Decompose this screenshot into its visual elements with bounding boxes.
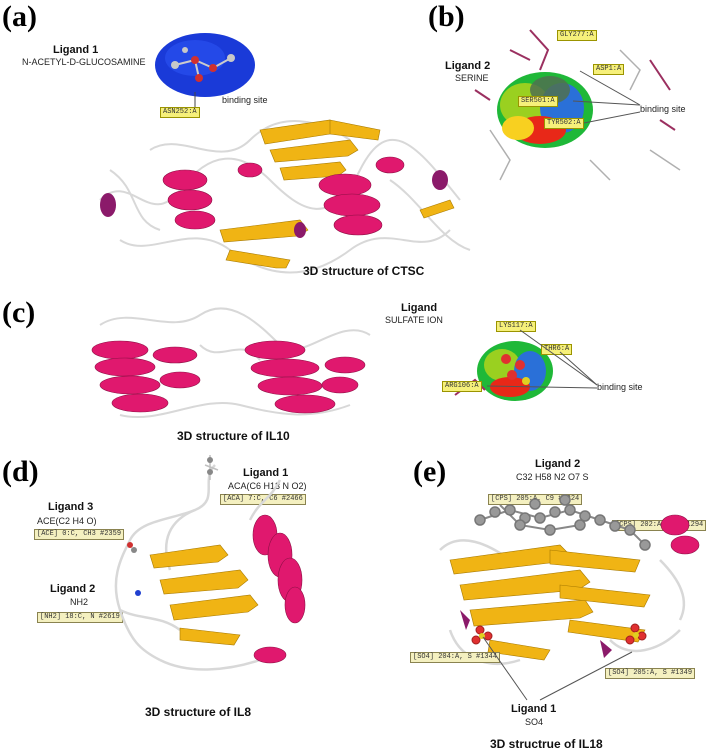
so4-tag-1349: [SO4] 205:A, S #1349	[605, 668, 696, 679]
ligand-3-tag-d: [ACE] 0:C, CH3 #2359	[34, 529, 125, 540]
panel-label-d: (d)	[2, 455, 39, 488]
ligand-1-title-a: Ligand 1	[53, 44, 99, 56]
residue-tag-ser501: SER501:A	[518, 96, 558, 107]
caption-il18: 3D structrue of IL18	[490, 737, 603, 751]
ligand-surface-a	[155, 33, 255, 97]
ligand-1-name-a: N-ACETYL-D-GLUCOSAMINE	[22, 57, 146, 67]
residue-tag-thr6: THR6:A	[541, 344, 573, 355]
residue-tag-asn252: ASN252:A	[160, 107, 200, 118]
ligand-3-title-d: Ligand 3	[48, 501, 94, 513]
residue-tag-gly277: GLY277:A	[557, 30, 597, 41]
ligand-2-title-b: Ligand 2	[445, 60, 491, 72]
panel-label-c: (c)	[2, 296, 36, 329]
residue-tag-lys117: LYS117:A	[496, 321, 536, 332]
caption-il10: 3D structure of IL10	[177, 429, 290, 443]
ligand-surface-c	[454, 341, 553, 401]
ligand-1-tag-d: [ACA] 7:C, C6 #2466	[220, 494, 306, 505]
residue-tag-arg106: ARG106:A	[442, 381, 482, 392]
ligand-1-name-e: SO4	[525, 717, 544, 727]
protein-structure-il8	[114, 455, 306, 671]
protein-structure-il18	[439, 494, 700, 665]
binding-site-label-c: binding site	[597, 382, 643, 392]
ligand-2-title-e: Ligand 2	[535, 458, 581, 470]
binding-site-label-a: binding site	[222, 95, 268, 105]
panel-label-b: (b)	[428, 0, 465, 33]
ligand-1-title-d: Ligand 1	[243, 467, 289, 479]
ligand-3-name-d: ACE(C2 H4 O)	[37, 516, 97, 526]
protein-structure-ctsc	[99, 119, 471, 274]
ligand-2-title-d: Ligand 2	[50, 583, 96, 595]
protein-structure-il10	[91, 307, 371, 419]
residue-tag-tyr502: TYR502:A	[544, 118, 584, 129]
caption-il8: 3D structure of IL8	[145, 705, 252, 719]
panel-label-a: (a)	[2, 0, 37, 33]
ligand-1-name-d: ACA(C6 H13 N O2)	[228, 481, 307, 491]
ligand-2-name-e: C32 H58 N2 O7 S	[516, 472, 589, 482]
so4-tag-1344: [SO4] 204:A, S #1344	[410, 652, 501, 663]
ligand-2-name-b: SERINE	[455, 73, 489, 83]
ligand-1-title-e: Ligand 1	[511, 703, 557, 715]
ligand-title-c: Ligand	[401, 302, 438, 314]
ligand-2-name-d: NH2	[70, 597, 89, 607]
ligand-name-c: SULFATE ION	[385, 315, 443, 325]
binding-site-label-b: binding site	[640, 104, 686, 114]
panel-label-e: (e)	[413, 455, 447, 488]
residue-tag-asp1: ASP1:A	[593, 64, 625, 75]
caption-ctsc: 3D structure of CTSC	[303, 264, 425, 278]
